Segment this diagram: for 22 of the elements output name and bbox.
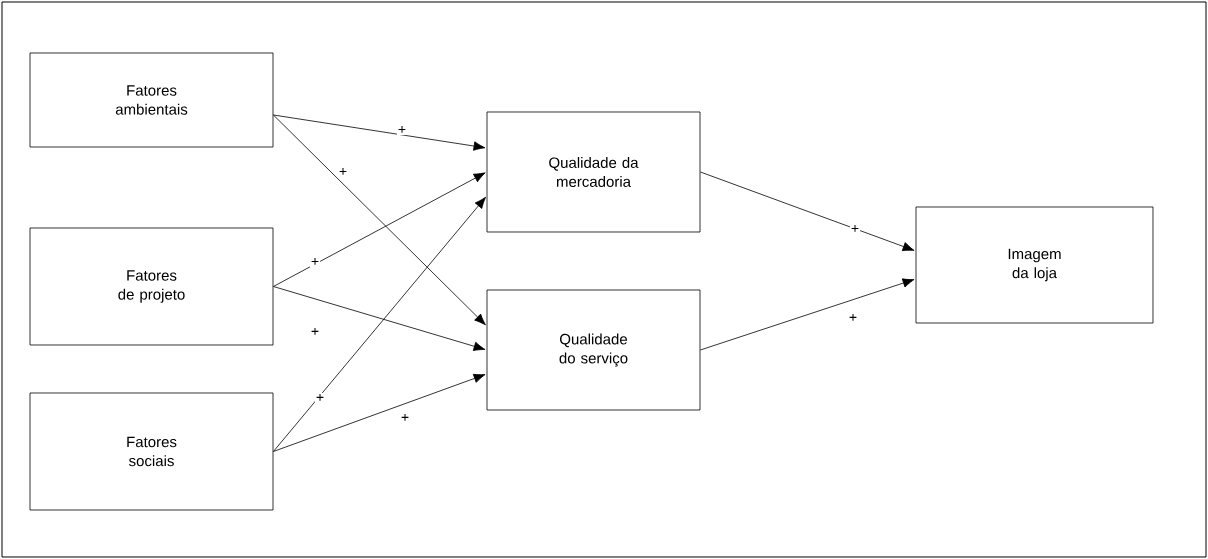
arrow bbox=[273, 286, 486, 351]
arrow bbox=[700, 278, 915, 351]
factor-box: Imagem da loja bbox=[915, 206, 1154, 324]
factor-box: Fatores de projeto bbox=[29, 227, 274, 346]
edge-label: + bbox=[399, 412, 411, 424]
factor-box: Fatores sociais bbox=[29, 392, 274, 511]
edge-label: + bbox=[309, 256, 321, 268]
factor-box: Qualidade do serviço bbox=[486, 289, 701, 411]
arrow bbox=[273, 114, 486, 151]
arrow bbox=[700, 171, 915, 252]
edge-label: + bbox=[396, 124, 408, 136]
factor-box: Qualidade da mercadoria bbox=[486, 111, 701, 233]
edge-label: + bbox=[847, 312, 859, 324]
arrow bbox=[273, 196, 486, 452]
edge-label: + bbox=[309, 326, 321, 338]
arrow bbox=[273, 172, 486, 287]
arrow bbox=[273, 373, 486, 452]
factor-box: Fatores ambientais bbox=[29, 52, 274, 148]
edge-label: + bbox=[849, 223, 861, 235]
arrow bbox=[273, 114, 486, 326]
edge-label: + bbox=[337, 166, 349, 178]
edge-label: + bbox=[314, 392, 326, 404]
